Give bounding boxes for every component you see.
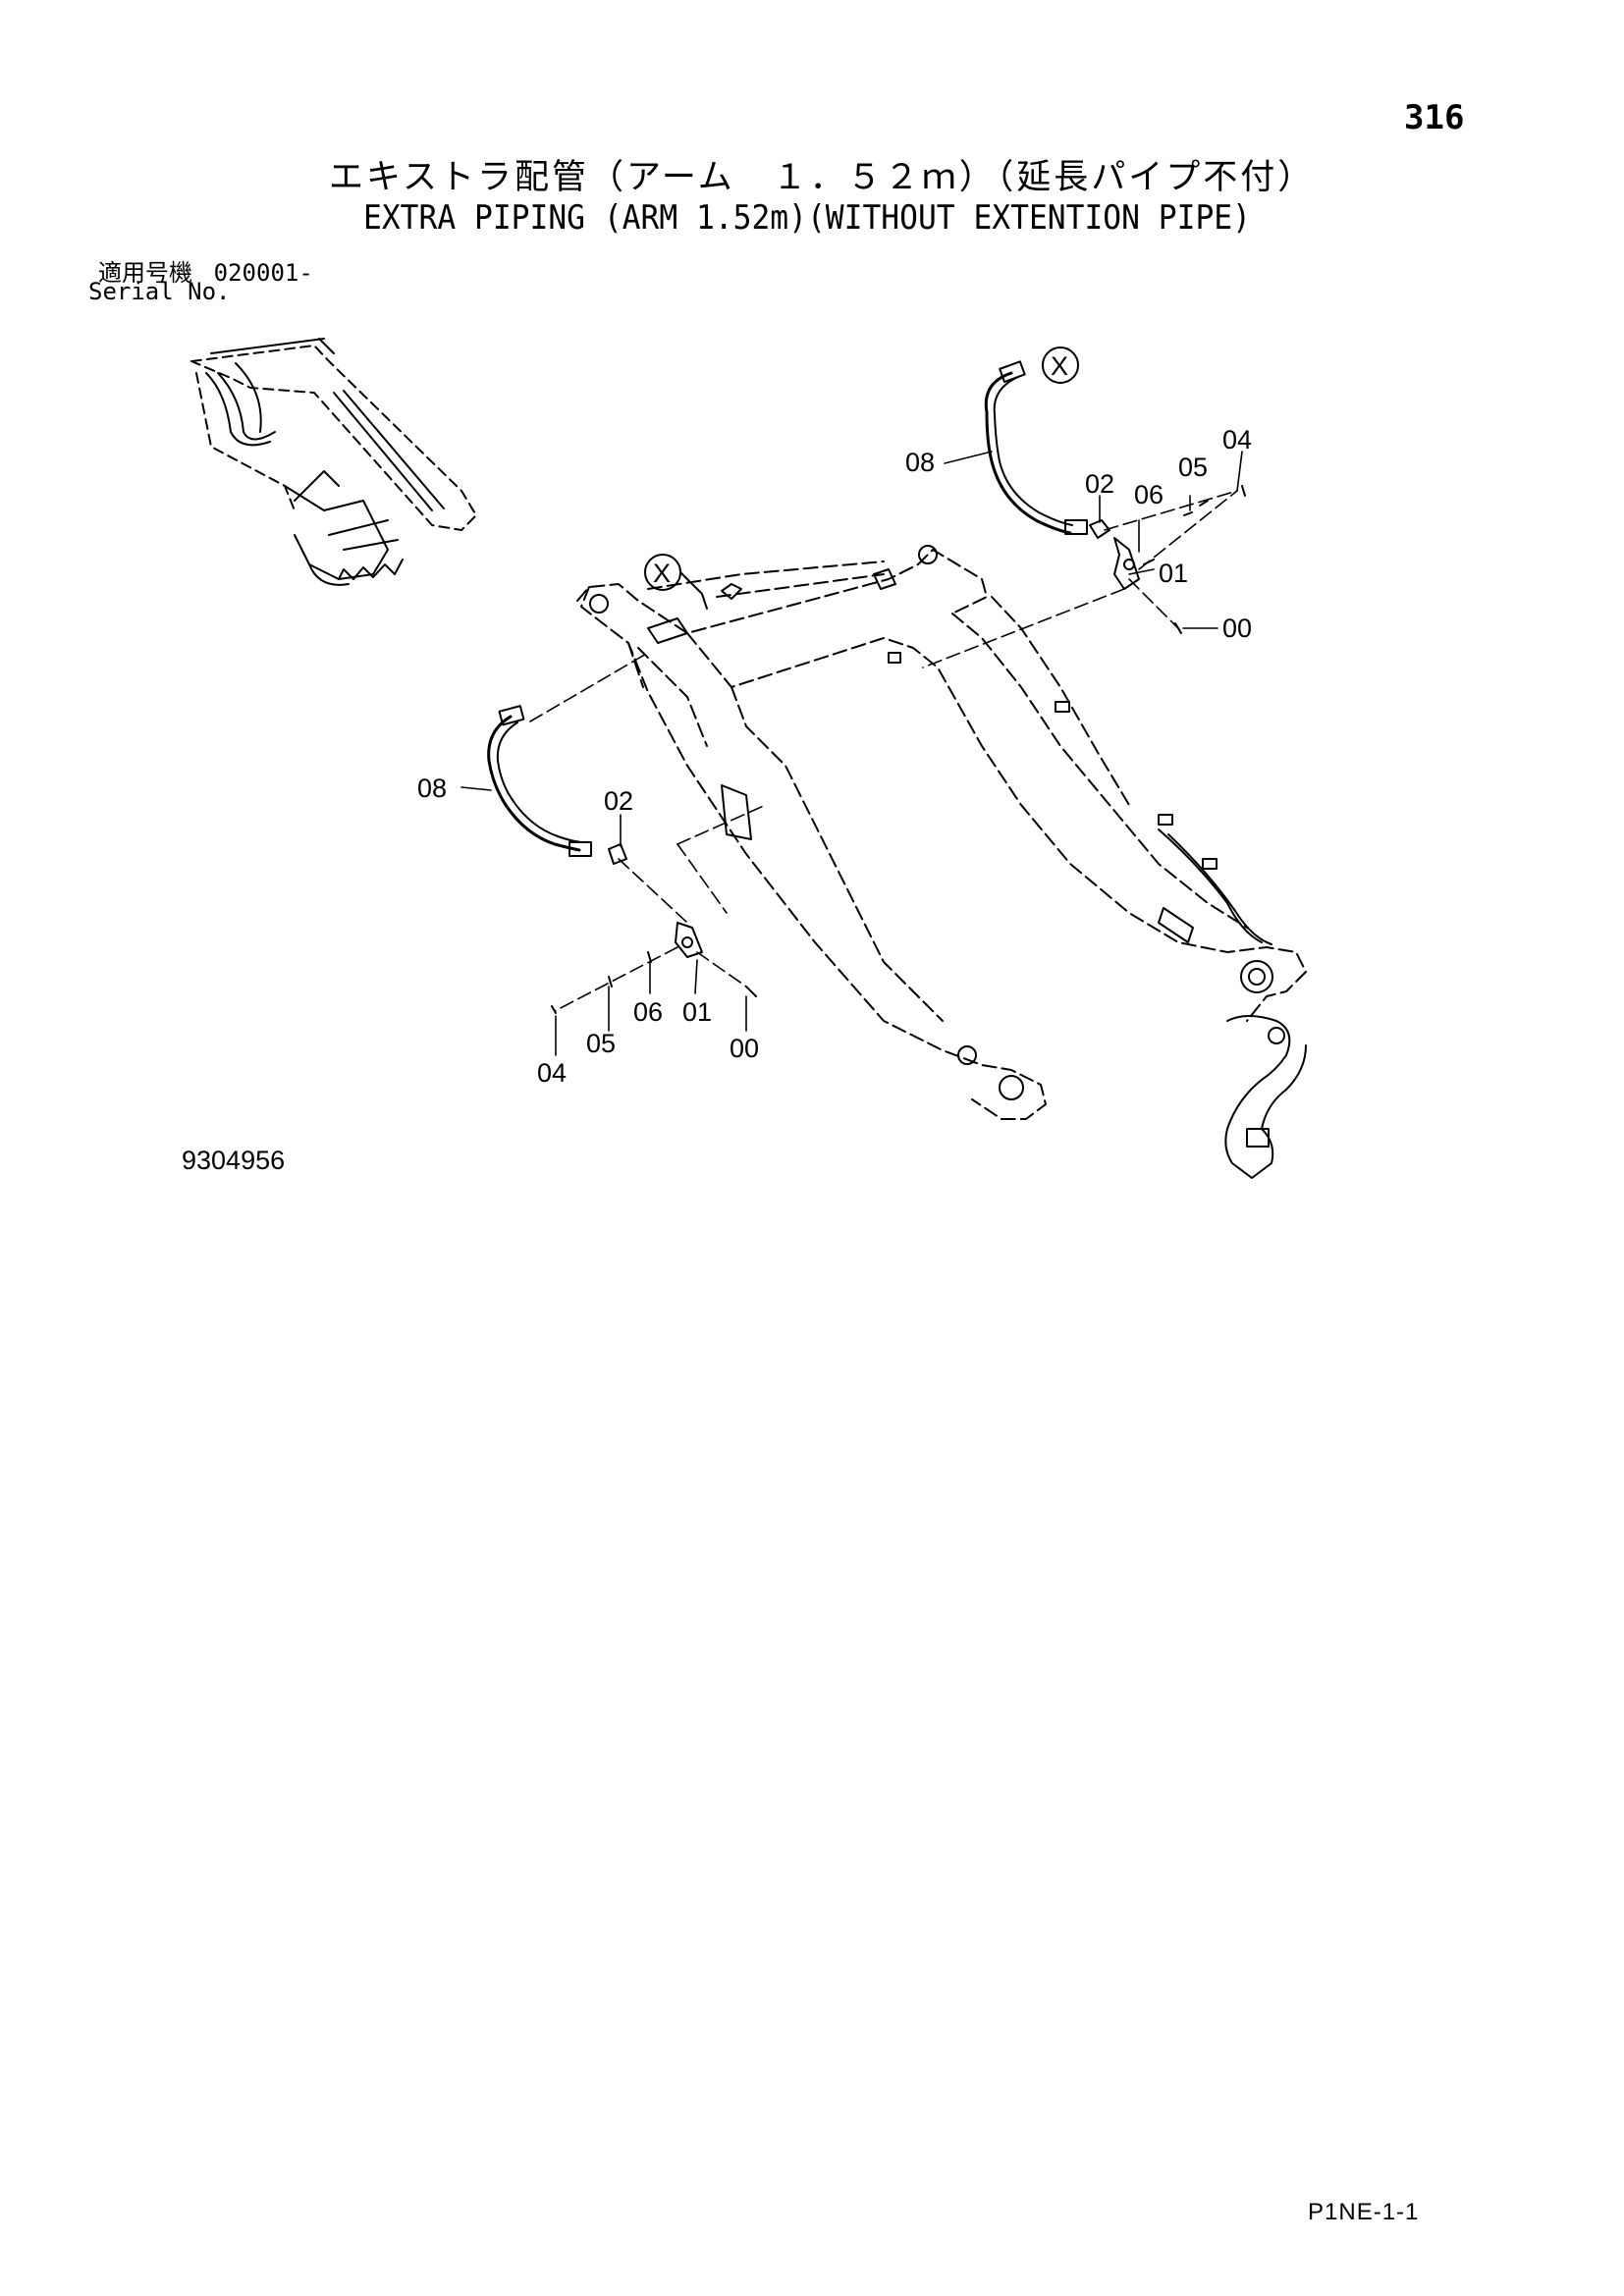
leaders-right	[922, 490, 1238, 668]
arm-details	[589, 545, 1273, 1100]
reference-x-leader	[679, 571, 708, 610]
callout-06-top: 06	[1134, 480, 1164, 509]
callout-04-bottom: 04	[537, 1058, 567, 1088]
callout-06-bottom: 06	[633, 997, 663, 1027]
callout-x-top: X	[1051, 351, 1068, 381]
serial-range: 020001-	[213, 259, 313, 287]
callout-08-top: 08	[905, 448, 935, 477]
reference-x-circle-top	[1042, 347, 1079, 384]
callout-00-bottom: 00	[730, 1034, 759, 1063]
hose-right	[984, 360, 1246, 634]
callout-01-bottom: 01	[682, 997, 712, 1027]
page-code: P1NE-1-1	[1308, 2199, 1420, 2225]
callout-05-bottom: 05	[586, 1029, 616, 1058]
callout-leaders	[460, 451, 1243, 1056]
serial-applicability: 適用号機 020001-	[98, 253, 313, 288]
overview-thumbnail	[190, 338, 477, 586]
bucket-link	[1224, 1015, 1307, 1179]
callout-labels: X X 08 04 05 02 06 01 00 08 02 06 01 05 …	[417, 351, 1252, 1088]
hose-left	[487, 705, 757, 1014]
page-number: 316	[1404, 98, 1465, 137]
callout-x-left: X	[653, 559, 671, 588]
callout-02-top: 02	[1085, 469, 1114, 499]
page-title-japanese: エキストラ配管（アーム １．５２ｍ）（延長パイプ不付）	[329, 158, 1316, 197]
callout-04-top: 04	[1222, 425, 1252, 454]
page-title-english: EXTRA PIPING (ARM 1.52m)(WITHOUT EXTENTI…	[363, 198, 1251, 238]
serial-label-japanese: 適用号機	[98, 259, 192, 287]
callout-08-left: 08	[417, 774, 447, 803]
callout-00-top: 00	[1222, 614, 1252, 643]
callout-02-left: 02	[604, 786, 633, 816]
arm-outline	[576, 549, 1307, 1120]
figure-number: 9304956	[182, 1146, 286, 1175]
serial-label-english: Serial No.	[88, 278, 231, 305]
leaders-left	[529, 652, 767, 1012]
callout-05-top: 05	[1178, 453, 1208, 482]
callout-01-top: 01	[1159, 559, 1188, 588]
